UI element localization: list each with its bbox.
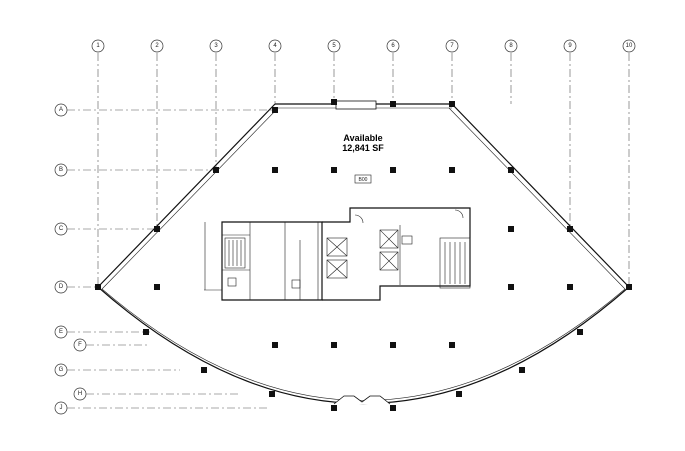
grid-bubble-row-J xyxy=(54,401,68,415)
grid-label-row: A xyxy=(59,107,63,113)
grid-label-col: 6 xyxy=(391,43,395,49)
grid-label-row: H xyxy=(78,391,82,397)
grid-label-row: B xyxy=(59,167,63,173)
grid-bubble-row-D xyxy=(54,280,68,294)
structural-column xyxy=(519,367,525,373)
grid-bubble-col-4 xyxy=(268,39,282,53)
grid-bubble-col-10 xyxy=(622,39,636,53)
structural-column xyxy=(95,284,101,290)
structural-column xyxy=(154,284,160,290)
structural-column xyxy=(508,284,514,290)
structural-column xyxy=(567,226,573,232)
grid-label-row: C xyxy=(59,226,64,232)
grid-bubble-col-8 xyxy=(504,39,518,53)
grid-label-row: J xyxy=(60,405,63,411)
grid-bubble-col-6 xyxy=(386,39,400,53)
grid-bubble-col-9 xyxy=(563,39,577,53)
grid-label-col: 3 xyxy=(214,43,218,49)
structural-column xyxy=(272,107,278,113)
entrance-top xyxy=(335,100,377,110)
structural-column xyxy=(213,167,219,173)
structural-column xyxy=(390,101,396,107)
structural-column xyxy=(272,167,278,173)
structural-column xyxy=(331,99,337,105)
grid-label-col: 9 xyxy=(568,43,572,49)
structural-column xyxy=(449,101,455,107)
structural-column xyxy=(626,284,632,290)
grid-bubble-col-3 xyxy=(209,39,223,53)
grid-label-row: G xyxy=(59,367,64,373)
grid-label-col: 10 xyxy=(626,43,633,49)
grid-label-col: 7 xyxy=(450,43,454,49)
grid-label-row: D xyxy=(59,284,64,290)
entrance-bottom xyxy=(333,395,391,405)
structural-column xyxy=(331,405,337,411)
building-core xyxy=(204,207,471,301)
grid-bubble-row-F xyxy=(73,338,87,352)
structural-column xyxy=(143,329,149,335)
structural-column xyxy=(577,329,583,335)
grid-bubble-col-5 xyxy=(327,39,341,53)
grid-bubble-col-7 xyxy=(445,39,459,53)
grid-label-col: 8 xyxy=(509,43,513,49)
structural-column xyxy=(331,342,337,348)
grid-label-col: 1 xyxy=(96,43,100,49)
grid-bubble-row-B xyxy=(54,163,68,177)
grid-bubble-col-1 xyxy=(91,39,105,53)
grid-label-row: E xyxy=(59,329,63,335)
grid-bubble-row-A xyxy=(54,103,68,117)
grid-label-row: F xyxy=(78,342,82,348)
grid-bubble-row-G xyxy=(54,363,68,377)
grid-label-col: 4 xyxy=(273,43,277,49)
structural-column xyxy=(567,284,573,290)
grid-bubble-row-H xyxy=(73,387,87,401)
room-tag: B00 xyxy=(359,177,368,183)
structural-column xyxy=(449,167,455,173)
structural-column xyxy=(508,167,514,173)
structural-column xyxy=(456,391,462,397)
structural-column xyxy=(201,367,207,373)
structural-column xyxy=(272,342,278,348)
structural-column xyxy=(269,391,275,397)
grid-bubble-col-2 xyxy=(150,39,164,53)
grid-bubble-row-E xyxy=(54,325,68,339)
building-outline xyxy=(97,100,630,405)
space-status: Available xyxy=(343,133,382,143)
grid-label-col: 2 xyxy=(155,43,159,49)
grid-label-col: 5 xyxy=(332,43,336,49)
structural-column xyxy=(390,342,396,348)
structural-column xyxy=(449,342,455,348)
grid-bubble-row-C xyxy=(54,222,68,236)
structural-column xyxy=(331,167,337,173)
room-tag-box xyxy=(354,174,372,184)
structural-column xyxy=(154,226,160,232)
structural-column xyxy=(390,405,396,411)
structural-column xyxy=(390,167,396,173)
structural-column xyxy=(508,226,514,232)
space-area: 12,841 SF xyxy=(342,143,384,153)
